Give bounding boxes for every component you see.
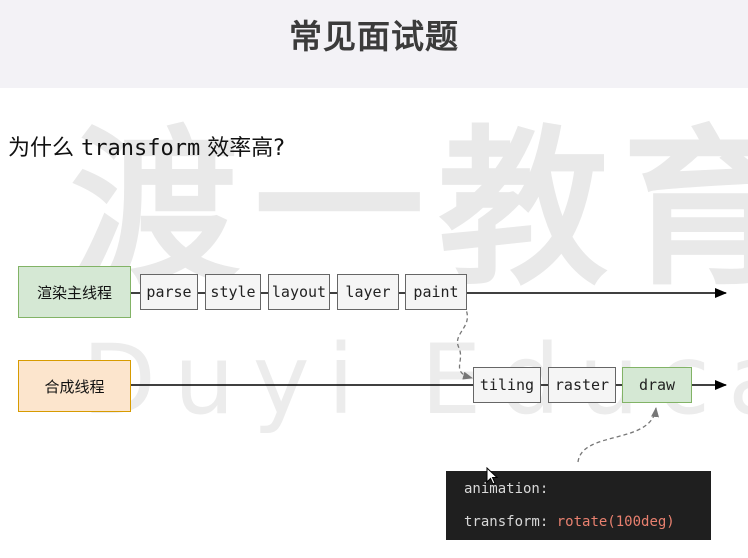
step-parse: parse	[140, 274, 198, 310]
step-raster: raster	[548, 367, 616, 403]
page-title: 常见面试题	[289, 17, 459, 56]
step-tiling: tiling	[473, 367, 541, 403]
step-paint: paint	[405, 274, 467, 310]
main-thread-label: 渲染主线程	[18, 266, 131, 318]
question-prefix: 为什么	[8, 136, 81, 161]
paint-to-tiling-connector	[454, 293, 473, 380]
slide-header: 常见面试题	[0, 0, 748, 88]
code-line-transform: transform: rotate(100deg)	[464, 514, 675, 530]
composite-thread-label: 合成线程	[18, 360, 131, 412]
code-value: rotate(100deg)	[556, 514, 675, 530]
code-line-animation: animation:	[464, 481, 549, 497]
question-code: transform	[81, 136, 201, 161]
step-layer: layer	[337, 274, 399, 310]
step-style: style	[205, 274, 261, 310]
mouse-cursor-icon	[486, 467, 498, 485]
code-snippet: animation: transform: rotate(100deg)	[446, 471, 711, 540]
step-layout: layout	[268, 274, 330, 310]
code-to-draw-connector	[577, 407, 659, 463]
question-text: 为什么 transform 效率高?	[8, 130, 285, 162]
code-prop: transform:	[464, 514, 549, 530]
step-draw: draw	[622, 367, 692, 403]
question-suffix: 效率高?	[200, 136, 285, 161]
